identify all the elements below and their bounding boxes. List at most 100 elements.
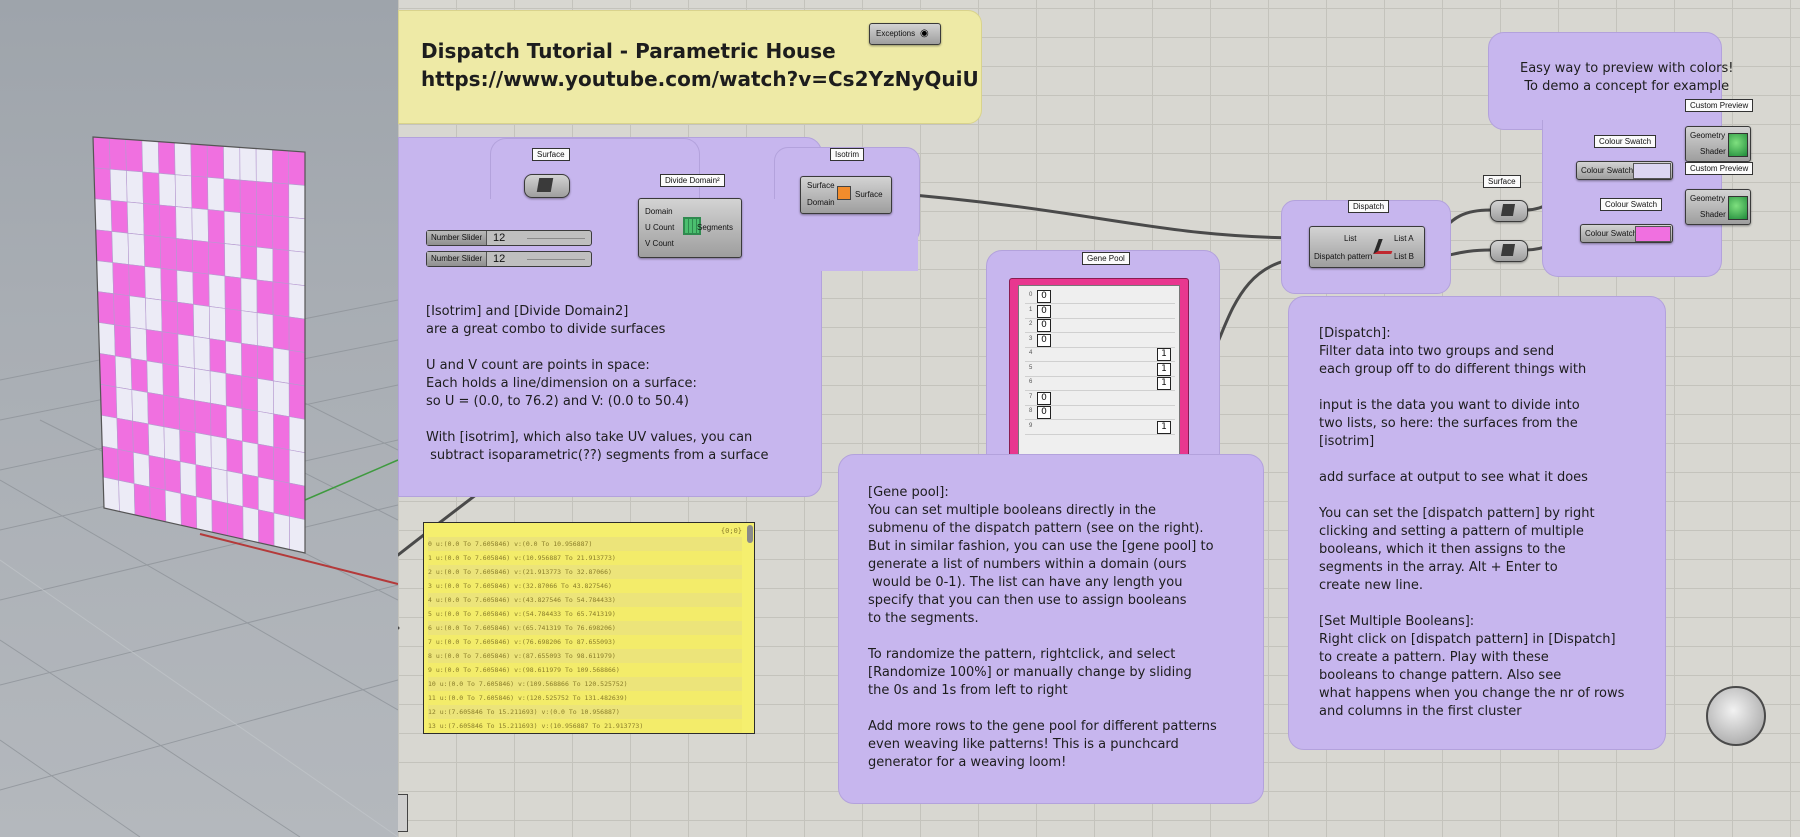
surface-cell <box>125 138 143 173</box>
surface-cell <box>210 435 228 472</box>
surface-cell <box>208 273 226 309</box>
surface-cell <box>224 308 242 344</box>
surface-cell <box>109 168 128 203</box>
gene-value[interactable]: 1 <box>1157 362 1171 376</box>
gene-value[interactable]: 0 <box>1037 333 1051 347</box>
surface-cell <box>163 394 180 431</box>
list-b-output[interactable]: List B <box>1394 252 1415 261</box>
surface-cell <box>93 167 112 201</box>
panel-rows: 0 u:(0.0 To 7.605846) v:(0.0 To 10.95688… <box>424 537 746 733</box>
surface-output-b[interactable] <box>1490 240 1528 262</box>
grasshopper-canvas[interactable]: Dispatch Tutorial - Parametric House htt… <box>398 0 1800 837</box>
surface-cell <box>130 358 148 393</box>
slider-value[interactable]: 12 <box>493 232 506 244</box>
eye-icon: ◉ <box>920 28 929 39</box>
surface-cell <box>149 486 167 523</box>
surface-cell <box>288 383 306 420</box>
slider-track[interactable] <box>527 259 585 260</box>
surface-cell <box>162 363 180 399</box>
viewport-scene <box>0 136 398 837</box>
shader-input[interactable]: Shader <box>1700 147 1726 156</box>
gene-value[interactable]: 0 <box>1037 391 1051 405</box>
shader-input[interactable]: Shader <box>1700 210 1726 219</box>
gene-value[interactable]: 0 <box>1037 319 1051 332</box>
surface-param[interactable] <box>524 174 570 198</box>
gene-value[interactable]: 0 <box>1037 406 1051 419</box>
geometry-input[interactable]: Geometry <box>1690 194 1726 203</box>
gene-value[interactable]: 0 <box>1037 304 1051 318</box>
geometry-input[interactable]: Geometry <box>1690 131 1726 140</box>
u-count-slider[interactable]: Number Slider 12 <box>426 230 592 246</box>
swatch-color-2[interactable] <box>1635 226 1671 242</box>
gene-index: 5 <box>1029 364 1033 371</box>
slider-value[interactable]: 12 <box>493 253 506 265</box>
rhino-viewport[interactable] <box>0 0 398 837</box>
isotrim-component[interactable]: Surface Domain Surface <box>800 176 892 214</box>
surface-cell <box>126 170 144 204</box>
custom-preview-1[interactable]: Geometry Shader <box>1685 126 1751 162</box>
gene-value[interactable]: 0 <box>1037 290 1051 303</box>
gene-value[interactable]: 1 <box>1157 348 1171 361</box>
isotrim-surface-output[interactable]: Surface <box>855 190 883 199</box>
surface-cell <box>208 241 226 277</box>
surface-cell <box>288 150 306 186</box>
colour-swatch-1[interactable]: Colour Swatch <box>1576 161 1673 180</box>
slider-track[interactable] <box>527 238 585 239</box>
surface-cell <box>113 293 131 328</box>
gene-value[interactable]: 1 <box>1157 420 1171 434</box>
domain-panel[interactable]: {0;0} 0 u:(0.0 To 7.605846) v:(0.0 To 10… <box>423 522 755 734</box>
surface-cell <box>223 210 241 246</box>
isotrim-domain-input[interactable]: Domain <box>807 198 835 207</box>
exceptions-component[interactable]: Exceptions ◉ <box>869 23 941 45</box>
domain-input[interactable]: Domain <box>645 207 673 216</box>
tutorial-url[interactable]: https://www.youtube.com/watch?v=Cs2YzNyQ… <box>421 67 979 91</box>
gene-index: 1 <box>1029 306 1033 313</box>
gene-pool-tag: Gene Pool <box>1082 252 1130 265</box>
surface-cell <box>211 467 228 504</box>
dispatch-pattern-input[interactable]: Dispatch pattern <box>1314 252 1373 261</box>
isotrim-surface-input[interactable]: Surface <box>807 181 835 190</box>
divide-domain-component[interactable]: Domain U Count V Count Segments <box>638 198 742 258</box>
colour-swatch-2[interactable]: Colour Swatch <box>1580 224 1673 243</box>
surface-cell <box>142 171 160 206</box>
v-count-input[interactable]: V Count <box>645 239 674 248</box>
dispatch-component[interactable]: List Dispatch pattern List A List B <box>1309 226 1425 268</box>
panel-row: 2 u:(0.0 To 7.605846) v:(21.913773 To 32… <box>428 565 742 579</box>
panel-scrollbar[interactable] <box>747 525 753 543</box>
segments-output[interactable]: Segments <box>697 223 734 232</box>
surface-output-tag: Surface <box>1483 175 1521 188</box>
dispatch-note-group <box>1288 296 1666 750</box>
gene-value[interactable]: 1 <box>1157 377 1171 390</box>
list-input[interactable]: List <box>1344 234 1357 243</box>
surface-cell <box>177 333 195 369</box>
canvas-compass-widget[interactable] <box>1706 686 1766 746</box>
custom-preview-2[interactable]: Geometry Shader <box>1685 189 1751 225</box>
surface-cell <box>288 283 306 320</box>
surface-cell <box>255 148 273 184</box>
surface-cell <box>242 440 259 478</box>
surface-cell <box>161 331 179 367</box>
surface-output-a[interactable] <box>1490 200 1528 222</box>
surface-cell <box>211 499 228 537</box>
surface-cell <box>227 502 244 540</box>
v-count-slider[interactable]: Number Slider 12 <box>426 251 592 267</box>
swatch-color-1[interactable] <box>1633 163 1671 179</box>
isotrim-group-top <box>490 138 700 209</box>
u-count-input[interactable]: U Count <box>645 223 675 232</box>
list-a-output[interactable]: List A <box>1394 234 1414 243</box>
title-group: Dispatch Tutorial - Parametric House htt… <box>398 10 982 124</box>
canvas-edge-handle[interactable] <box>398 794 408 832</box>
surface-cell <box>273 380 290 417</box>
